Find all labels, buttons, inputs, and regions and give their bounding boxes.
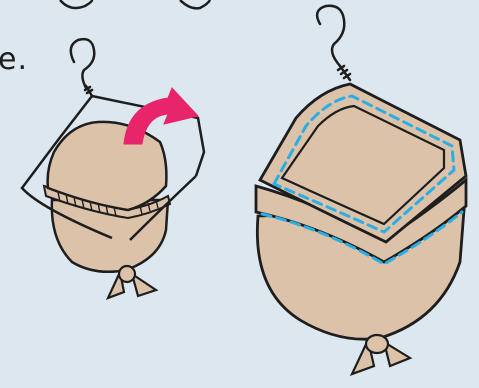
fold-over-arrow-icon [124, 88, 198, 144]
top-cutoff-shapes [60, 0, 210, 8]
tied-knot-icon [352, 335, 410, 374]
step-stitched-hanging-bag [256, 6, 466, 374]
hanger-icon [71, 39, 94, 96]
step-fold-over-bag [22, 39, 204, 298]
hanger-icon [317, 6, 350, 80]
